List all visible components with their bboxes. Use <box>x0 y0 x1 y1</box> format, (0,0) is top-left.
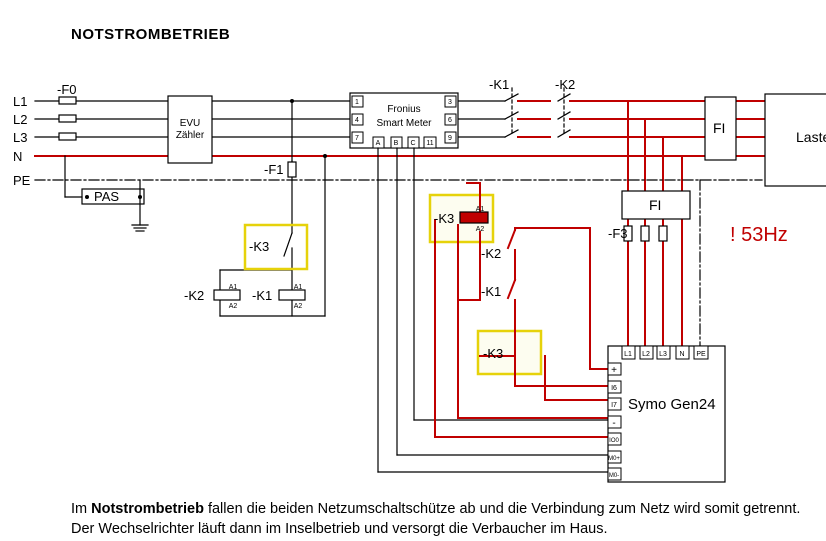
pas-dot-left <box>85 195 89 199</box>
fuse-f0 <box>58 96 77 141</box>
inverter-terminal-i7: I7 <box>611 402 617 409</box>
coil-k3-a1: A1 <box>476 206 485 213</box>
caption-bold: Notstrombetrieb <box>91 501 204 517</box>
inverter-terminal-l1: L1 <box>624 351 632 358</box>
label-meter-1: Fronius <box>387 104 420 115</box>
meter-terminal-6: 6 <box>448 117 452 124</box>
fi-mid-box <box>621 190 691 220</box>
label-fi-mid: FI <box>649 197 661 213</box>
meter-terminal-1: 1 <box>355 99 359 106</box>
k3-contact-highlight <box>476 329 543 376</box>
coil-k1 <box>278 289 306 301</box>
label-inverter: Symo Gen24 <box>628 396 716 413</box>
caption-rest: fallen die beiden Netzumschaltschütze ab… <box>71 501 801 537</box>
coil-k2-a1: A1 <box>229 284 238 291</box>
coil-k1-a1: A1 <box>294 284 303 291</box>
line-label-l1: L1 <box>13 94 27 109</box>
emergency-wiring <box>434 182 609 438</box>
control-wiring <box>219 100 609 473</box>
inverter-terminal-pe: PE <box>696 351 706 358</box>
pas-connection <box>64 155 149 232</box>
meter-terminal-7: 7 <box>355 135 359 142</box>
label-f3: -F3 <box>608 226 628 241</box>
meter-terminal-c: C <box>410 140 415 147</box>
label-f1: -F1 <box>264 162 284 177</box>
caption-prefix: Im <box>71 501 92 517</box>
label-frequency: ! 53Hz <box>730 224 788 246</box>
junction-f1 <box>290 99 294 103</box>
inverter-terminal-minus: - <box>612 418 615 429</box>
page-title: NOTSTROMBETRIEB <box>71 26 231 43</box>
smart-meter-box <box>349 92 459 149</box>
label-f0: -F0 <box>57 82 77 97</box>
line-label-l3: L3 <box>13 130 27 145</box>
coil-k3 <box>459 211 489 224</box>
junction-n <box>323 154 327 158</box>
smart-meter-terminals <box>351 95 457 149</box>
label-meter-2: Smart Meter <box>376 118 432 129</box>
inverter-terminal-io0: IO0 <box>609 438 619 444</box>
label-k3-contact: -K3 <box>483 346 503 361</box>
meter-terminal-a: A <box>376 140 381 147</box>
line-label-pe: PE <box>13 173 31 188</box>
label-lasten: Lasten <box>796 129 826 145</box>
meter-terminal-b: B <box>394 140 399 147</box>
label-evu-2: Zähler <box>176 130 205 141</box>
label-k1-top: -K1 <box>489 77 509 92</box>
evu-meter-box <box>167 95 213 164</box>
k1-top-contacts <box>504 87 519 138</box>
inverter-terminal-m0plus: M0+ <box>608 456 620 462</box>
fi-top-box <box>704 96 737 161</box>
inverter-terminal-plus: + <box>611 365 617 376</box>
label-fi-top: FI <box>713 120 725 136</box>
inverter-terminal-l2: L2 <box>642 351 650 358</box>
label-k2-coil: -K2 <box>184 288 204 303</box>
label-k2-contact: -K2 <box>481 246 501 261</box>
coil-k2 <box>213 289 241 301</box>
label-k1-coil: -K1 <box>252 288 272 303</box>
coil-k3-a2: A2 <box>476 226 485 233</box>
label-k3-switch: -K3 <box>249 239 269 254</box>
k2-top-contacts <box>557 87 571 138</box>
meter-terminal-11: 11 <box>426 140 433 147</box>
caption: Im Notstrombetrieb fallen die beiden Net… <box>71 499 821 539</box>
label-evu-1: EVU <box>180 118 201 129</box>
fuse-f1 <box>287 161 297 178</box>
label-k3-coil: -K3 <box>434 211 454 226</box>
incoming-lines <box>34 100 506 138</box>
coil-k1-a2: A2 <box>294 303 303 310</box>
meter-terminal-3: 3 <box>448 99 452 106</box>
meter-terminal-9: 9 <box>448 135 452 142</box>
meter-terminal-4: 4 <box>355 117 359 124</box>
inverter-terminal-n: N <box>679 351 684 358</box>
line-label-n: N <box>13 149 22 164</box>
pe-line <box>34 179 763 347</box>
inverter-terminal-i6: I6 <box>611 385 617 392</box>
label-pas: PAS <box>94 189 119 204</box>
coil-k2-a2: A2 <box>229 303 238 310</box>
fuse-f3 <box>623 225 668 242</box>
lasten-box <box>764 93 826 187</box>
inverter-terminal-m0minus: M0- <box>609 473 619 479</box>
k3-switch-highlight <box>243 223 309 271</box>
inverter-terminals-left <box>607 362 622 481</box>
line-label-l2: L2 <box>13 112 27 127</box>
label-k2-top: -K2 <box>555 77 575 92</box>
pas-dot-right <box>138 195 142 199</box>
inverter-terminals-top <box>621 345 709 360</box>
red-power-lines <box>517 100 766 347</box>
label-k1-contact: -K1 <box>481 284 501 299</box>
inverter-terminal-l3: L3 <box>659 351 667 358</box>
inverter-box <box>607 345 726 483</box>
